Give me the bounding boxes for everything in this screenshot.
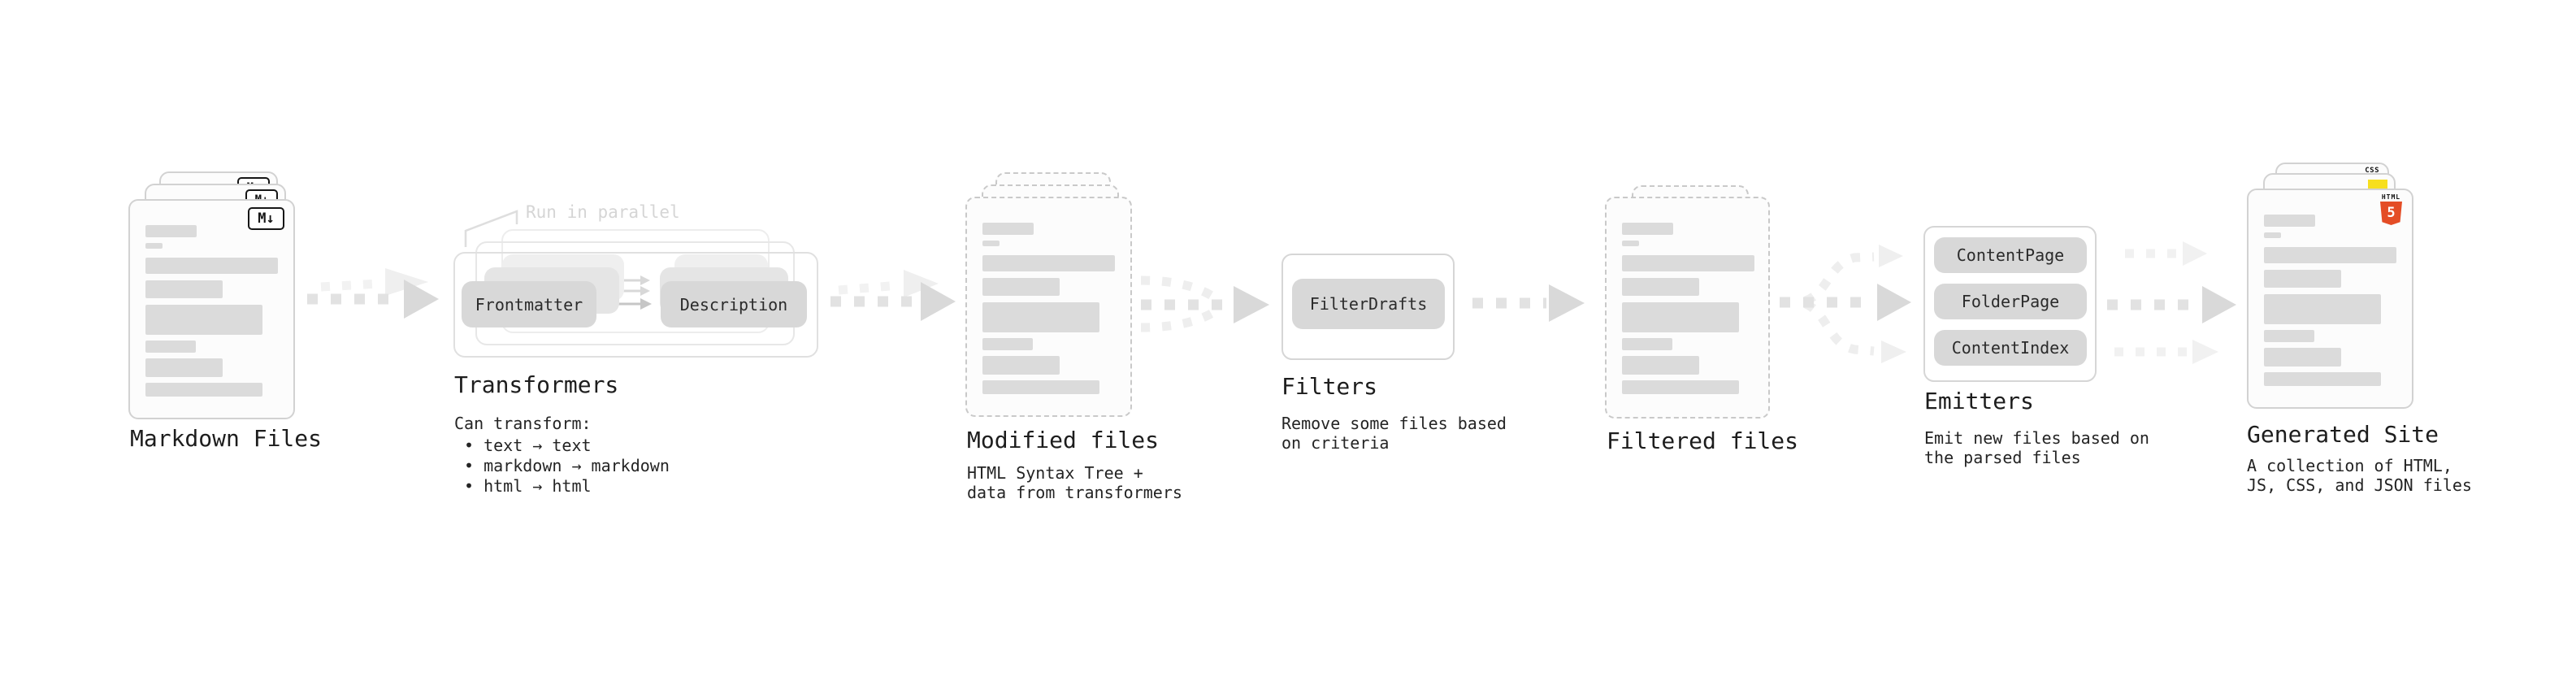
- javascript-icon: [2368, 180, 2387, 190]
- generated-description-line: JS, CSS, and JSON files: [2247, 475, 2472, 495]
- doc-text-placeholder: [145, 358, 223, 377]
- doc-text-placeholder: [2264, 270, 2341, 288]
- stage-label-emitters: Emitters: [1924, 388, 2034, 414]
- doc-text-placeholder: [145, 340, 196, 353]
- arrow-emitters-to-generated-top: [2125, 241, 2207, 266]
- doc-text-placeholder: [1622, 255, 1754, 271]
- doc-text-placeholder: [982, 338, 1033, 350]
- transformer-description-pill: Description: [661, 281, 807, 327]
- doc-text-placeholder: [1622, 302, 1739, 332]
- doc-text-placeholder: [1622, 223, 1673, 235]
- emitter-content-page-pill: ContentPage: [1934, 237, 2087, 273]
- doc-text-placeholder: [982, 302, 1099, 332]
- doc-text-placeholder: [982, 380, 1099, 394]
- transformers-bullet: • text → text: [464, 436, 592, 455]
- doc-text-placeholder: [145, 243, 163, 249]
- emitters-description-line: the parsed files: [1924, 448, 2081, 467]
- doc-text-placeholder: [2264, 348, 2341, 367]
- annotation-leader-line: [464, 210, 518, 247]
- transformer-frame-front: [453, 252, 818, 358]
- emitters-description-line: Emit new files based on: [1924, 428, 2149, 448]
- doc-text-placeholder: [2264, 232, 2281, 238]
- modified-description-line: data from transformers: [967, 483, 1182, 502]
- doc-text-placeholder: [2264, 330, 2314, 342]
- emitter-folder-page-pill: FolderPage: [1934, 284, 2087, 319]
- doc-text-placeholder: [982, 255, 1115, 271]
- emitter-content-index-pill: ContentIndex: [1934, 330, 2087, 366]
- generated-file-html: HTML 5: [2247, 189, 2413, 409]
- stage-label-markdown-files: Markdown Files: [130, 425, 323, 452]
- run-in-parallel-annotation: Run in parallel: [526, 202, 680, 222]
- arrow-transformers-to-modified: [830, 282, 956, 321]
- arrow-filtered-to-emitters: [1780, 245, 1911, 363]
- doc-text-placeholder: [982, 241, 1000, 246]
- markdown-file-front: M↓: [128, 199, 295, 419]
- html5-icon: HTML 5: [2380, 193, 2402, 225]
- arrow-markdown-to-transformers: [307, 280, 439, 319]
- stage-label-transformers: Transformers: [454, 371, 619, 398]
- doc-text-placeholder: [2264, 247, 2396, 263]
- doc-text-placeholder: [2264, 215, 2315, 227]
- doc-text-placeholder: [1622, 338, 1672, 350]
- arrow-emitters-to-generated-middle: [2107, 286, 2236, 323]
- transformers-bullet: • html → html: [464, 476, 592, 496]
- generated-description-line: A collection of HTML,: [2247, 456, 2452, 475]
- filter-drafts-pill: FilterDrafts: [1292, 279, 1445, 329]
- doc-text-placeholder: [982, 223, 1034, 235]
- doc-text-placeholder: [145, 280, 223, 298]
- arrow-emitters-to-generated-bottom: [2114, 340, 2218, 364]
- stage-label-modified-files: Modified files: [967, 427, 1160, 453]
- doc-text-placeholder: [1622, 278, 1699, 296]
- transformers-description-title: Can transform:: [454, 414, 592, 433]
- doc-text-placeholder: [982, 356, 1060, 375]
- doc-text-placeholder: [1622, 380, 1739, 394]
- arrow-filters-to-filtered: [1472, 284, 1585, 322]
- filters-description-line: Remove some files based: [1281, 414, 1507, 433]
- filters-description-line: on criteria: [1281, 433, 1390, 453]
- doc-text-placeholder: [1622, 241, 1639, 246]
- doc-text-placeholder: [982, 278, 1060, 296]
- arrow-modified-to-filters: [1140, 275, 1269, 332]
- doc-text-placeholder: [145, 383, 262, 397]
- modified-file-front: [965, 197, 1132, 417]
- doc-text-placeholder: [2264, 294, 2381, 324]
- stage-label-filters: Filters: [1281, 373, 1378, 400]
- filtered-file-front: [1605, 197, 1770, 419]
- stage-label-generated-site: Generated Site: [2247, 421, 2439, 448]
- stage-label-filtered-files: Filtered files: [1607, 427, 1799, 454]
- modified-description-line: HTML Syntax Tree +: [967, 463, 1143, 483]
- doc-text-placeholder: [145, 305, 262, 335]
- transformer-frontmatter-pill: Frontmatter: [462, 281, 596, 327]
- doc-text-placeholder: [1622, 356, 1699, 375]
- transformers-bullet: • markdown → markdown: [464, 456, 670, 475]
- doc-text-placeholder: [145, 225, 197, 237]
- doc-text-placeholder: [2264, 372, 2381, 386]
- doc-text-placeholder: [145, 258, 278, 274]
- markdown-icon: M↓: [248, 207, 284, 230]
